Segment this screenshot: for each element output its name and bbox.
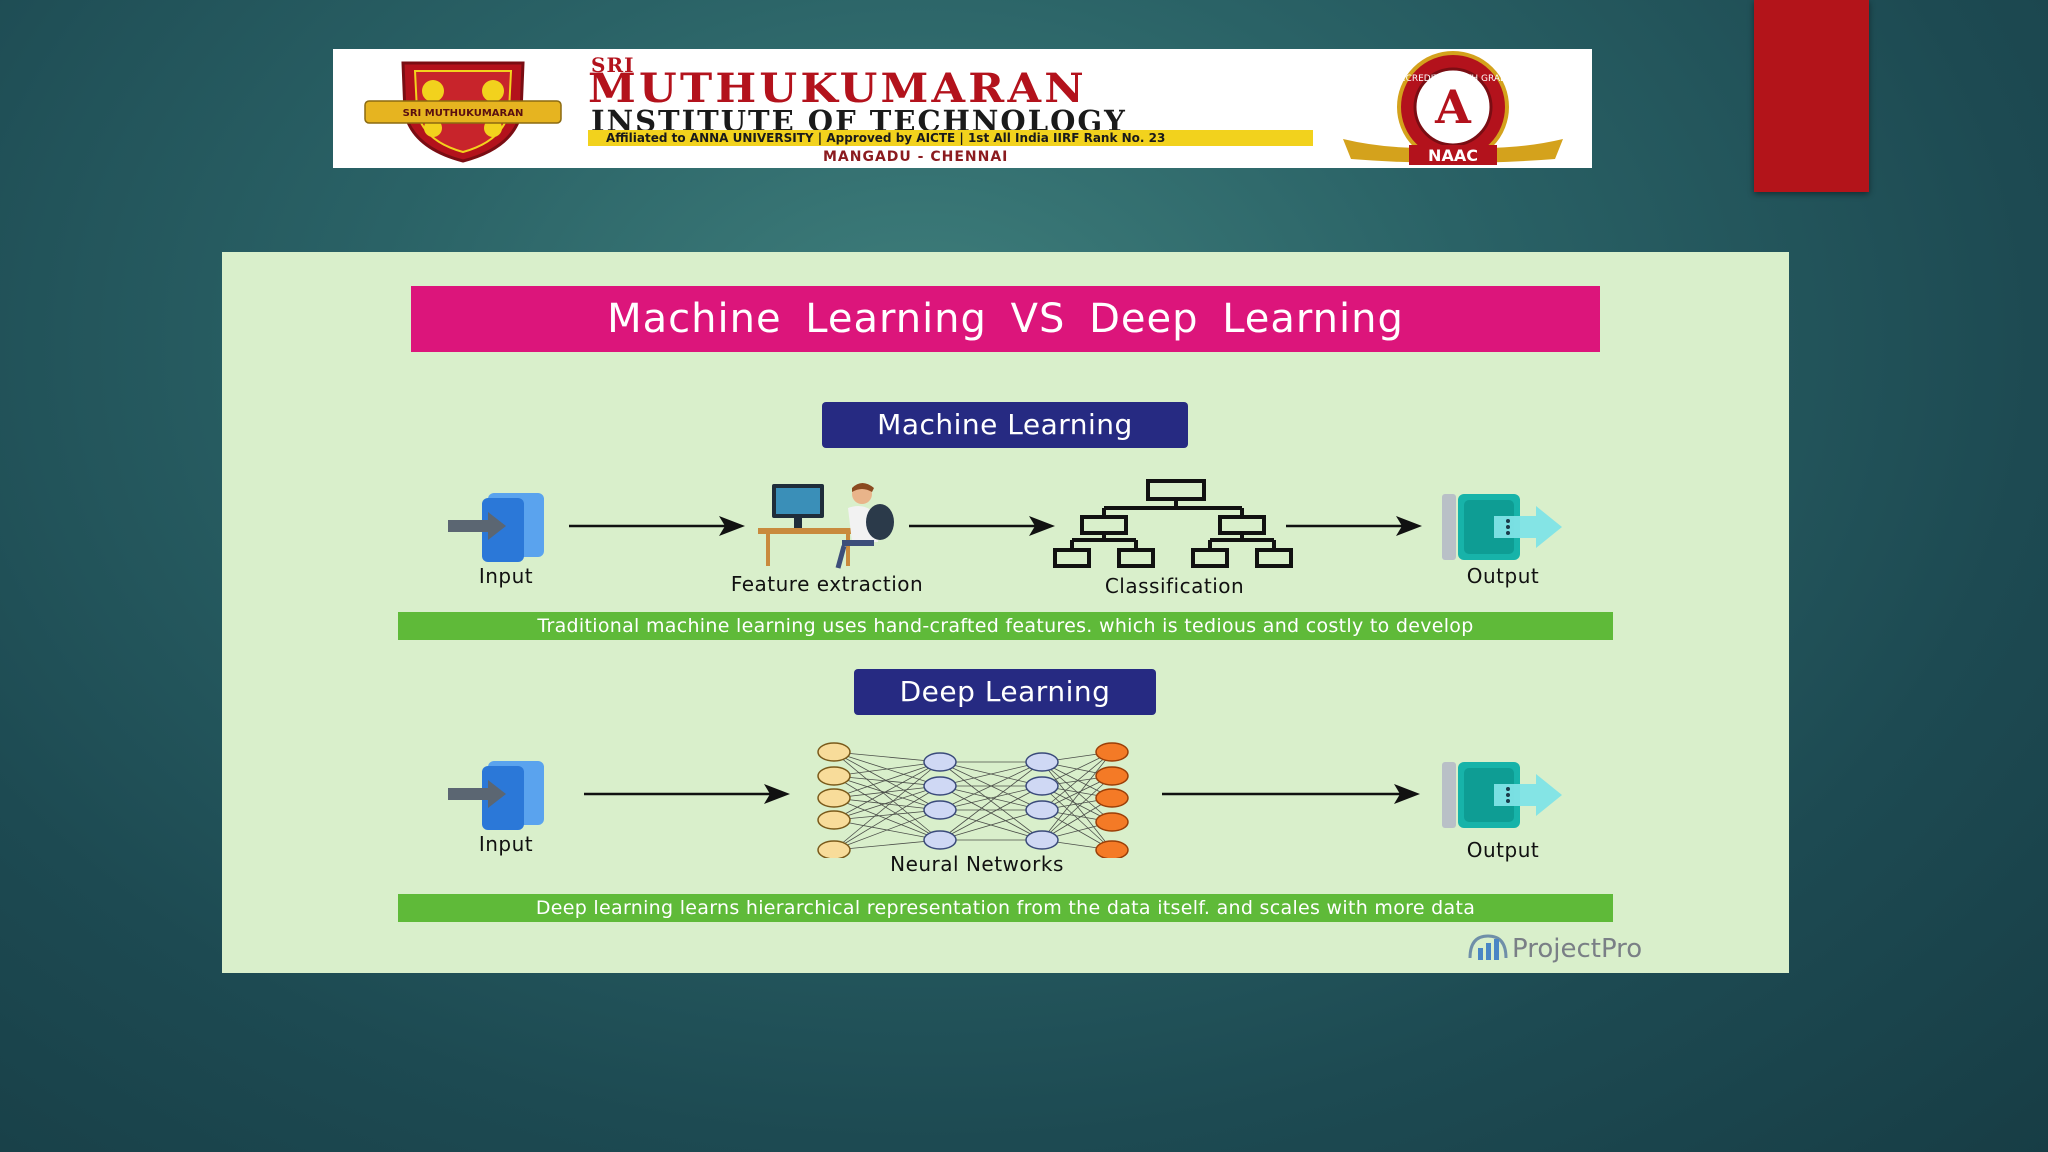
dl-note: Deep learning learns hierarchical repres… [398, 894, 1613, 922]
institution-location: MANGADU - CHENNAI [823, 149, 1009, 165]
machine-learning-label: Machine Learning [822, 402, 1188, 448]
naac-grade: A [1434, 80, 1472, 134]
output-icon [1442, 494, 1562, 560]
affiliation-strip: Affiliated to ANNA UNIVERSITY | Approved… [588, 130, 1313, 146]
svg-text:SRI MUTHUKUMARAN: SRI MUTHUKUMARAN [403, 108, 524, 119]
arrow-icon [569, 516, 745, 536]
projectpro-logo-icon [1468, 934, 1508, 960]
banner-prefix: SRI [591, 53, 635, 77]
infographic-title: Machine Learning VS Deep Learning [411, 286, 1600, 352]
infographic-panel: Machine Learning VS Deep Learning Machin… [222, 252, 1789, 973]
classification-tree-icon [1053, 479, 1293, 568]
ml-step-output: Output [1466, 564, 1540, 588]
arrow-icon [909, 516, 1055, 536]
crest-logo: SRI MUTHUKUMARAN [364, 61, 562, 163]
dl-step-neural-networks: Neural Networks [862, 852, 1092, 876]
arrow-icon [584, 784, 790, 804]
deep-learning-label: Deep Learning [854, 669, 1156, 715]
ml-step-classification: Classification [1104, 574, 1245, 598]
input-icon [448, 493, 544, 562]
ml-step-feature-extraction: Feature extraction [730, 572, 924, 596]
output-icon [1442, 762, 1562, 828]
naac-label: NAAC [1428, 146, 1478, 165]
naac-ring-text: ACCREDITED WITH GRADE [1393, 74, 1513, 84]
ml-step-input: Input [478, 564, 534, 588]
input-icon [448, 761, 544, 830]
red-accent-tab [1754, 0, 1869, 192]
naac-badge: ACCREDITED WITH GRADE A NAAC [1343, 51, 1563, 165]
arrow-icon [1286, 516, 1422, 536]
computer-user-icon [758, 483, 894, 569]
dl-step-output: Output [1466, 838, 1540, 862]
projectpro-brand: ProjectPro [1512, 934, 1643, 964]
ml-note: Traditional machine learning uses hand-c… [398, 612, 1613, 640]
neural-network-icon [817, 742, 1129, 858]
dl-step-input: Input [478, 832, 534, 856]
institution-banner: SRI MUTHUKUMARAN SRI MUTHUKUMARAN INSTIT… [333, 49, 1592, 168]
arrow-icon [1162, 784, 1420, 804]
institution-name: MUTHUKUMARAN [588, 65, 1087, 112]
